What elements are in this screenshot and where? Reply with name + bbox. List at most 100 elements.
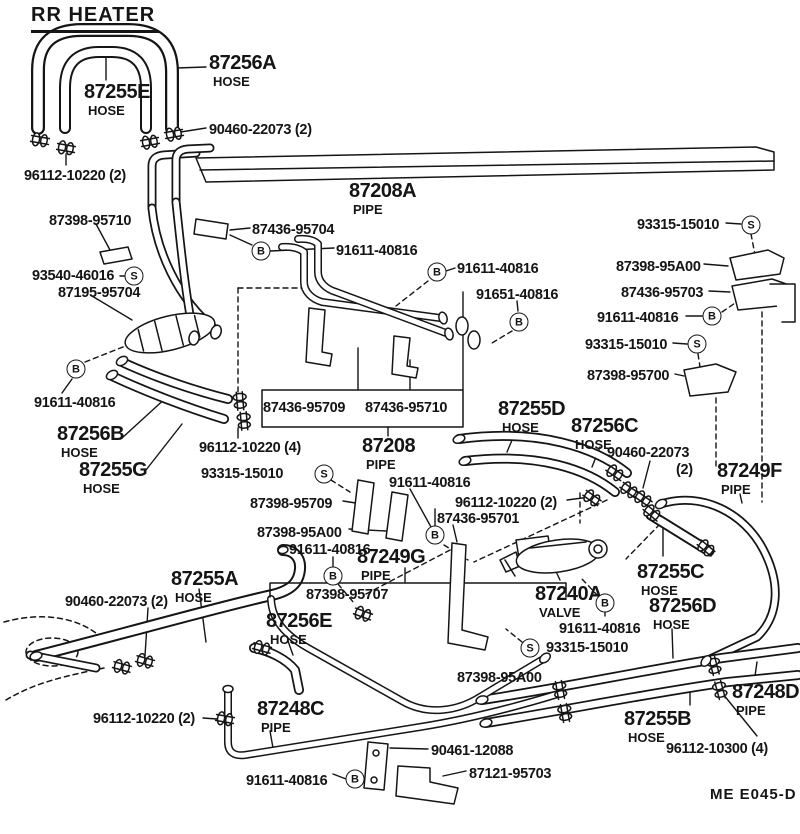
part-number: 93315-15010: [201, 466, 284, 482]
part-number: 87255B: [624, 708, 692, 730]
part-type-label: PIPE: [361, 568, 391, 583]
part-number: 87398-95A00: [257, 525, 342, 541]
part-number: 87249G: [357, 546, 426, 568]
drawing-number: ME E045-D: [710, 786, 797, 803]
part-type-label: VALVE: [539, 605, 581, 620]
part-label-96112102202-51: 96112-10220 (2): [93, 712, 195, 727]
tube-core: [268, 596, 548, 713]
part-number: 87208A: [349, 180, 417, 202]
part-label-8743695709-36: 87436-95709: [263, 401, 345, 416]
fastener-marker-B-1: B: [427, 262, 447, 282]
part-number: 87398-95707: [306, 587, 389, 603]
part-number: 91611-40816: [457, 261, 539, 277]
part-label-8739895A00-50: 87398-95A00: [457, 671, 542, 686]
tube-end-flanges: [29, 311, 712, 728]
tube-core: [225, 688, 561, 758]
part-number: 90460-22073 (2): [65, 594, 168, 610]
part-number: 87436-95709: [263, 400, 346, 416]
part-label-9161140816-48: 91611-40816: [559, 622, 641, 637]
part-number: 96112-10220 (2): [455, 495, 557, 511]
part-type-label: HOSE: [83, 481, 120, 496]
tube-core: [279, 244, 443, 321]
label-box-87436: [261, 389, 567, 598]
part-number: 87255C: [637, 561, 705, 583]
hose-87255e-art: [59, 46, 152, 134]
part-label-8739895707-44: 87398-95707: [306, 588, 388, 603]
part-number: 93540-46016: [32, 268, 115, 284]
part-label-9161140816-43: 91611-40816: [289, 542, 371, 558]
hose-87256b-art: [117, 357, 233, 404]
part-type-label: PIPE: [353, 202, 383, 217]
pipe-87249g-art: [267, 595, 549, 715]
part-number: 91611-40816: [336, 243, 418, 259]
part-type-label: PIPE: [261, 720, 291, 735]
part-number: (2): [676, 462, 693, 478]
part-label-8743695704-21: 87436-95704: [252, 223, 334, 238]
part-number: 87195-95704: [58, 285, 141, 301]
part-number: 87436-95710: [365, 400, 448, 416]
dashed-guide-lines: [84, 233, 763, 792]
part-number: 87436-95701: [437, 511, 520, 527]
part-number: 87248D: [732, 681, 800, 703]
part-number: 87208: [362, 435, 416, 457]
fastener-marker-B-8: B: [345, 769, 365, 789]
part-label-9331515010-35: 93315-15010: [201, 467, 283, 482]
fastener-marker-B-7: B: [595, 593, 615, 613]
part-number: 87398-95710: [49, 213, 132, 229]
hose-87256c-art: [460, 453, 620, 497]
part-type-label: HOSE: [641, 583, 678, 598]
part-number: 87436-95704: [252, 222, 335, 238]
part-number: 87255G: [79, 459, 148, 481]
fastener-marker-S-10: S: [741, 215, 761, 235]
pipe-87248c-art: [224, 687, 562, 760]
part-number: 91611-40816: [389, 475, 471, 491]
part-number: 87248C: [257, 698, 325, 720]
fastener-marker-B-0: B: [251, 241, 271, 261]
tube-core: [658, 497, 778, 664]
part-number: 91611-40816: [34, 395, 116, 411]
part-type-label: HOSE: [175, 590, 212, 605]
tube-core: [32, 546, 305, 660]
brackets-art: [99, 218, 796, 805]
part-label-9161140816-38: 91611-40816: [389, 475, 471, 491]
part-label-90460220732-47: 90460-22073 (2): [65, 595, 168, 610]
tube-core: [149, 150, 199, 211]
part-number: 90460-22073: [607, 445, 690, 461]
part-type-label: PIPE: [366, 457, 396, 472]
tube-core: [118, 358, 232, 403]
fastener-marker-B-5: B: [323, 566, 343, 586]
part-number: 87436-95703: [621, 285, 704, 301]
part-label-8719595704-24: 87195-95704: [58, 286, 140, 301]
part-number: 93315-15010: [546, 640, 629, 656]
part-label-8743695701-41: 87436-95701: [437, 512, 519, 527]
part-label-8739895709-39: 87398-95709: [250, 497, 332, 512]
part-label-8712195703-54: 87121-95703: [469, 767, 551, 782]
part-number: 87121-95703: [469, 766, 552, 782]
pipe-87249f-art: [656, 495, 780, 666]
part-number: 91611-40816: [289, 542, 371, 558]
part-label-96112102204-34: 96112-10220 (4): [199, 441, 301, 456]
part-number: 87240A: [535, 583, 603, 605]
part-number: 96112-10220 (2): [93, 711, 195, 727]
part-number: 87398-95700: [587, 368, 670, 384]
part-label-9161140816-52: 91611-40816: [246, 774, 328, 789]
part-number: 87255A: [171, 568, 239, 590]
tube-core: [295, 236, 449, 336]
fastener-marker-B-4: B: [66, 359, 86, 379]
part-label-9331515010-31: 93315-15010: [585, 338, 667, 353]
part-type-label: HOSE: [61, 445, 98, 460]
part-label-9331515010-27: 93315-15010: [637, 218, 719, 233]
part-label-9161140816-25: 91611-40816: [457, 261, 539, 277]
part-label-9354046016-23: 93540-46016: [32, 269, 114, 284]
part-number: 87255D: [498, 398, 566, 420]
